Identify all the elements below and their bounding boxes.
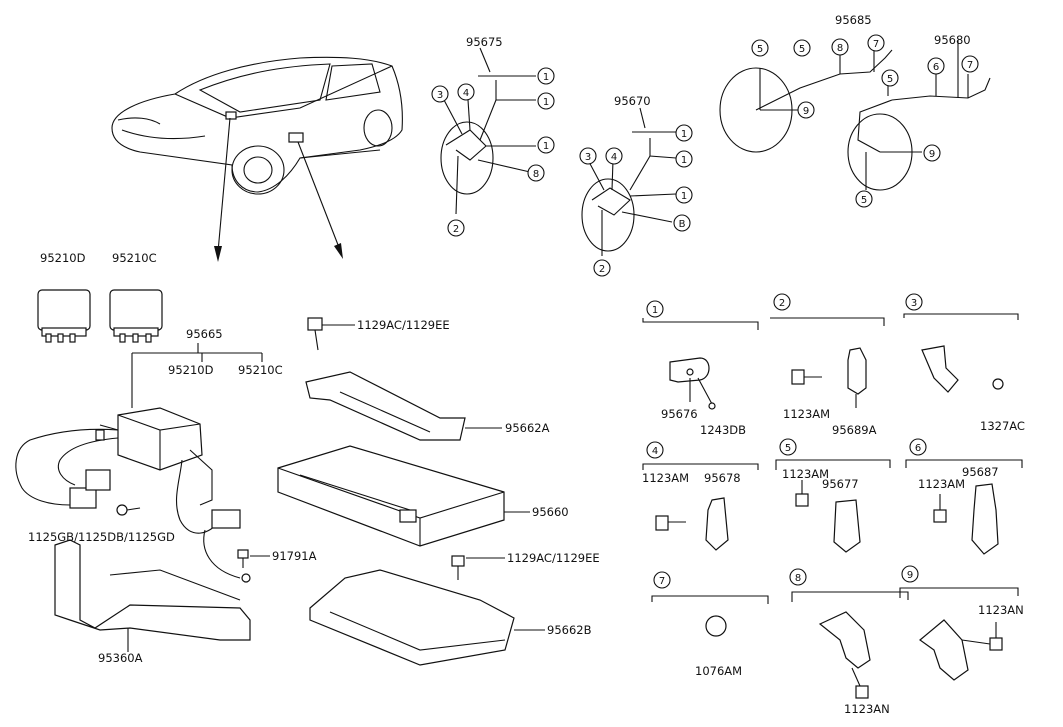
callout-1: 1 bbox=[681, 191, 687, 202]
bolt-1129-mid bbox=[451, 555, 505, 580]
car-arrows bbox=[214, 117, 343, 262]
detail-7: 7 bbox=[651, 571, 769, 637]
callout-9: 9 bbox=[803, 106, 809, 117]
callout-3: 3 bbox=[437, 90, 443, 101]
callout-5: 5 bbox=[799, 44, 805, 55]
label-91791A: 91791A bbox=[272, 549, 317, 563]
callouts-top: 1 1 1 8 3 4 2 1 1 1 B 3 4 2 5 5 8 7 9 5 … bbox=[431, 34, 979, 277]
detail-9: 9 bbox=[899, 565, 1019, 681]
callout-1: 1 bbox=[681, 129, 687, 140]
detail-5: 5 bbox=[775, 438, 891, 553]
detail-4: 4 bbox=[642, 441, 759, 551]
label-1123AN-9: 1123AN bbox=[978, 603, 1024, 617]
label-95689A: 95689A bbox=[832, 423, 877, 437]
car-sensor-mark-a bbox=[225, 111, 237, 120]
harness-95670 bbox=[581, 107, 677, 256]
relay-95210D bbox=[37, 289, 91, 343]
detail-9-number: 9 bbox=[907, 570, 913, 581]
label-95360A: 95360A bbox=[98, 651, 143, 665]
callout-3: 3 bbox=[585, 152, 591, 163]
bolt-91791A bbox=[237, 549, 270, 568]
detail-1-number: 1 bbox=[652, 305, 658, 316]
label-95680: 95680 bbox=[934, 33, 971, 47]
label-95210C-sub: 95210C bbox=[238, 363, 283, 377]
detail-2: 2 bbox=[770, 293, 885, 408]
detail-3: 3 bbox=[903, 293, 1019, 393]
label-95662B: 95662B bbox=[547, 623, 592, 637]
detail-7-number: 7 bbox=[659, 576, 665, 587]
detail-6: 6 bbox=[905, 438, 1023, 555]
callout-6: 6 bbox=[933, 62, 939, 73]
label-95675: 95675 bbox=[466, 35, 503, 49]
label-95660: 95660 bbox=[532, 505, 569, 519]
callout-8: 8 bbox=[533, 169, 539, 180]
label-1123AM-2: 1123AM bbox=[783, 407, 830, 421]
bracket-95662B bbox=[309, 569, 545, 666]
callout-4: 4 bbox=[463, 88, 469, 99]
relay-box-harness bbox=[15, 407, 251, 583]
callout-4: 4 bbox=[611, 152, 617, 163]
callout-1: 1 bbox=[543, 97, 549, 108]
label-1129AC-mid: 1129AC/1129EE bbox=[507, 551, 600, 565]
label-1123AM-5: 1123AM bbox=[782, 467, 829, 481]
detail-8: 8 bbox=[789, 568, 909, 699]
detail-2-number: 2 bbox=[779, 298, 785, 309]
callout-1: 1 bbox=[681, 155, 687, 166]
callout-8: 8 bbox=[837, 43, 843, 54]
harness-95675 bbox=[440, 47, 536, 215]
bolt-1129-top bbox=[307, 317, 355, 351]
harness-95685 bbox=[719, 49, 893, 153]
bracket-95665 bbox=[131, 343, 263, 408]
label-95676: 95676 bbox=[661, 407, 698, 421]
label-1123AM-6: 1123AM bbox=[918, 477, 965, 491]
detail-3-number: 3 bbox=[911, 298, 917, 309]
detail-4-number: 4 bbox=[652, 446, 658, 457]
label-95665: 95665 bbox=[186, 327, 223, 341]
callout-7: 7 bbox=[873, 39, 879, 50]
callout-5: 5 bbox=[861, 195, 867, 206]
unit-95660 bbox=[277, 445, 530, 547]
label-1129AC-top: 1129AC/1129EE bbox=[357, 318, 450, 332]
label-1123AN-8: 1123AN bbox=[844, 702, 890, 716]
callout-1: 1 bbox=[543, 72, 549, 83]
label-95210C-relay: 95210C bbox=[112, 251, 157, 265]
label-1123AM-4: 1123AM bbox=[642, 471, 689, 485]
detail-6-number: 6 bbox=[915, 443, 921, 454]
label-95210D-sub: 95210D bbox=[168, 363, 214, 377]
label-1243DB: 1243DB bbox=[700, 423, 746, 437]
car-illustration bbox=[111, 56, 403, 195]
detail-1: 1 bbox=[642, 300, 759, 410]
label-1125GB: 1125GB/1125DB/1125GD bbox=[28, 530, 175, 544]
label-95687: 95687 bbox=[962, 465, 999, 479]
harness-95680 bbox=[847, 40, 991, 191]
car-sensor-mark-b bbox=[288, 132, 304, 143]
callout-2: 2 bbox=[599, 264, 605, 275]
callout-5: 5 bbox=[887, 74, 893, 85]
callout-2: 2 bbox=[453, 224, 459, 235]
bracket-95662A bbox=[305, 371, 502, 441]
label-95685: 95685 bbox=[835, 13, 872, 27]
label-95670: 95670 bbox=[614, 94, 651, 108]
callout-9: 9 bbox=[929, 149, 935, 160]
bolt-1125 bbox=[116, 504, 141, 516]
label-95677: 95677 bbox=[822, 477, 859, 491]
detail-5-number: 5 bbox=[785, 443, 791, 454]
label-95678: 95678 bbox=[704, 471, 741, 485]
detail-8-number: 8 bbox=[795, 573, 801, 584]
relay-95210C bbox=[109, 289, 163, 343]
label-1076AM: 1076AM bbox=[695, 664, 742, 678]
callout-1: 1 bbox=[543, 141, 549, 152]
callout-7: 7 bbox=[967, 60, 973, 71]
label-95662A: 95662A bbox=[505, 421, 550, 435]
callout-5: 5 bbox=[757, 44, 763, 55]
label-1327AC: 1327AC bbox=[980, 419, 1025, 433]
callout-B: B bbox=[679, 219, 686, 230]
label-95210D-relay: 95210D bbox=[40, 251, 86, 265]
bracket-95360A bbox=[54, 539, 251, 652]
